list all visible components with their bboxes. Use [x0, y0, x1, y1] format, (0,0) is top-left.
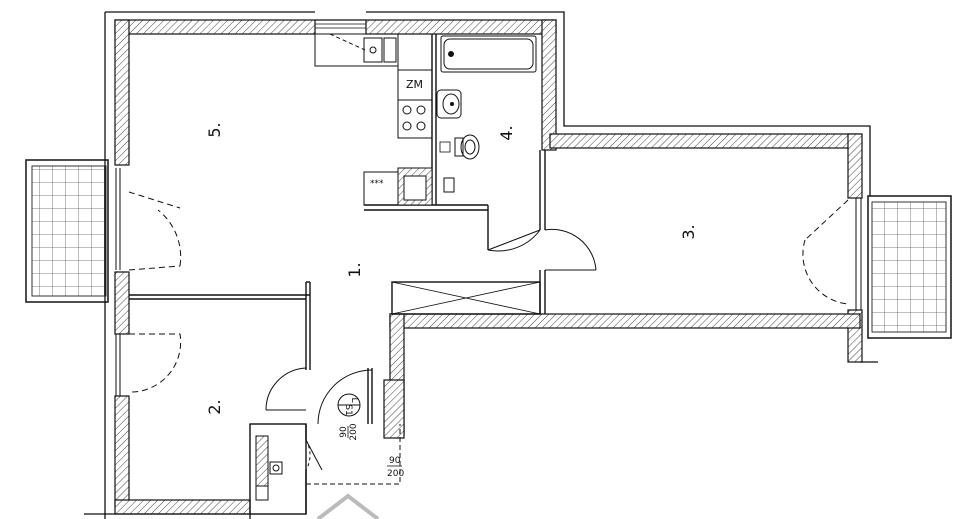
door-dim-entry-top: 90	[339, 426, 349, 438]
toilet-icon	[460, 134, 480, 160]
room-label-2: 2.	[205, 399, 224, 414]
interior-walls	[129, 34, 546, 515]
outer-contours	[84, 11, 878, 519]
entry-symbol: L S1	[337, 393, 361, 417]
door-dim-closet-bottom: 200	[387, 469, 404, 479]
room-label-1: 1.	[345, 262, 364, 277]
door-dim-entry-bottom: 200	[349, 423, 359, 440]
washbasin-icon	[436, 89, 462, 119]
balcony-left	[25, 159, 109, 303]
stove-marker: ***	[370, 179, 384, 189]
kitchen-marker: ZM	[406, 78, 423, 91]
door-swings	[115, 168, 862, 485]
door-dimension-entry: 90 200	[339, 423, 359, 440]
kitchen-counter	[314, 19, 433, 206]
entry-symbol-top: L	[349, 397, 359, 402]
entrance-arrow-icon	[316, 493, 380, 519]
door-dim-closet-top: 90	[389, 456, 401, 466]
exterior-walls	[114, 19, 863, 515]
room-label-3: 3.	[679, 224, 698, 239]
door-dimension-closet: 90 200	[387, 456, 404, 479]
sink-icon	[363, 37, 383, 63]
bathroom-fixtures	[436, 35, 537, 193]
room-label-5: 5.	[205, 122, 224, 137]
closet-fixtures	[255, 435, 283, 501]
boiler-icon	[443, 177, 455, 193]
bathtub-icon	[440, 35, 537, 73]
room-label-4: 4.	[497, 125, 516, 140]
entry-symbol-bottom: S1	[343, 404, 353, 415]
stove-icon	[397, 99, 433, 139]
balcony-right	[867, 195, 952, 339]
